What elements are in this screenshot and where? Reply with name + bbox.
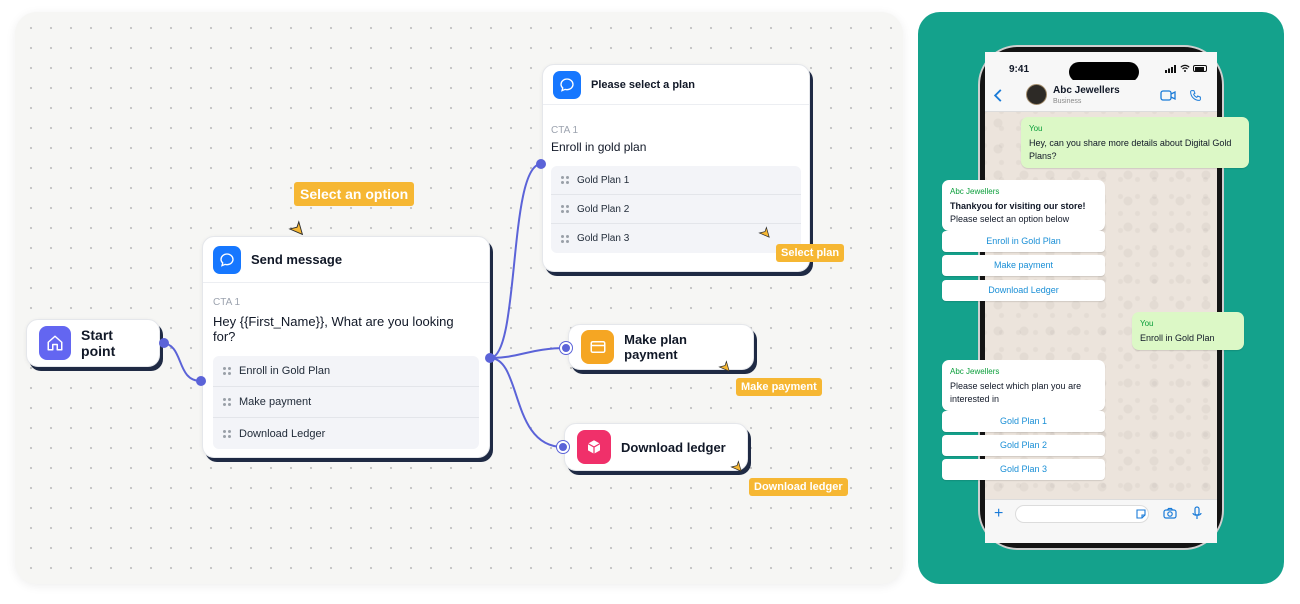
phone-screen: 9:41 Abc Jewellers Business You Hey, can… (942, 52, 1249, 543)
message-text-bold: Thankyou for visiting our store! (950, 201, 1086, 211)
plan-select-node[interactable]: Please select a plan CTA 1 Enroll in gol… (542, 64, 810, 272)
make-payment-label: Make plan payment (624, 332, 687, 362)
home-icon (39, 326, 72, 360)
cursor-icon (730, 460, 742, 472)
cta-label: CTA 1 (213, 297, 241, 308)
camera-icon[interactable] (1163, 507, 1177, 519)
cursor-icon (758, 226, 770, 238)
dynamic-island (1069, 62, 1139, 82)
send-message-node[interactable]: Send message CTA 1 Hey {{First_Name}}, W… (202, 236, 490, 458)
plan-option-list: Gold Plan 1 Gold Plan 2 Gold Plan 3 (551, 166, 801, 253)
message-output-dot[interactable] (485, 353, 495, 363)
reply-button-ledger[interactable]: Download Ledger (942, 280, 1105, 301)
payment-input-dot[interactable] (560, 342, 572, 354)
status-time: 9:41 (1009, 64, 1030, 75)
plan-select-header: Please select a plan (543, 65, 809, 105)
card-icon (581, 330, 615, 364)
message-bubble-incoming: Abc Jewellers Thankyou for visiting our … (942, 180, 1105, 231)
option-make-payment[interactable]: Make payment (213, 387, 479, 418)
wifi-icon (1180, 64, 1190, 72)
message-input-dot[interactable] (196, 376, 206, 386)
chat-icon (553, 70, 581, 99)
option-list: Enroll in Gold Plan Make payment Downloa… (213, 356, 479, 449)
avatar[interactable] (1026, 84, 1047, 105)
option-gold-plan-2[interactable]: Gold Plan 2 (551, 195, 801, 224)
box-icon (577, 430, 611, 464)
download-ledger-node[interactable]: Download ledger (564, 423, 748, 471)
reply-button-enroll[interactable]: Enroll in Gold Plan (942, 231, 1105, 252)
select-option-tag: Select an option (294, 182, 415, 206)
reply-button-gold-plan-3[interactable]: Gold Plan 3 (942, 459, 1105, 480)
drag-handle-icon[interactable] (561, 205, 569, 213)
option-gold-plan-1[interactable]: Gold Plan 1 (551, 166, 801, 195)
cursor-icon (718, 360, 730, 372)
video-call-icon[interactable] (1160, 90, 1176, 101)
microphone-icon[interactable] (1192, 506, 1202, 520)
cta-message-text: Hey {{First_Name}}, What are you looking… (213, 314, 454, 344)
option-download-ledger[interactable]: Download Ledger (213, 418, 479, 449)
chat-icon (213, 245, 241, 274)
reply-button-payment[interactable]: Make payment (942, 255, 1105, 276)
message-input[interactable] (1015, 505, 1149, 523)
drag-handle-icon[interactable] (223, 398, 231, 406)
start-node[interactable]: Start point (26, 319, 160, 367)
cursor-icon (288, 220, 304, 236)
sticker-icon[interactable] (1136, 509, 1146, 519)
chat-input-bar: + (985, 499, 1217, 543)
start-node-label: Start point (81, 327, 116, 359)
reply-button-gold-plan-1[interactable]: Gold Plan 1 (942, 411, 1105, 432)
plan-input-dot[interactable] (536, 159, 546, 169)
message-text: Hey, can you share more details about Di… (1029, 138, 1232, 161)
select-plan-tag: Select plan (776, 244, 845, 262)
contact-subtitle: Business (1053, 98, 1082, 105)
make-payment-node[interactable]: Make plan payment (568, 324, 754, 370)
reply-button-gold-plan-2[interactable]: Gold Plan 2 (942, 435, 1105, 456)
message-sender: You (1029, 124, 1043, 133)
plus-icon[interactable]: + (994, 505, 1004, 522)
drag-handle-icon[interactable] (561, 234, 569, 243)
drag-handle-icon[interactable] (223, 429, 231, 438)
message-text: Enroll in Gold Plan (1140, 333, 1215, 343)
message-bubble-incoming: Abc Jewellers Please select which plan y… (942, 360, 1105, 411)
cta-plan-text: Enroll in gold plan (551, 140, 647, 154)
message-sender: Abc Jewellers (950, 187, 1000, 196)
download-ledger-tag: Download ledger (749, 478, 848, 496)
contact-name[interactable]: Abc Jewellers (1053, 85, 1120, 96)
send-message-header: Send message (203, 237, 489, 283)
make-payment-tag: Make payment (736, 378, 822, 396)
ledger-input-dot[interactable] (557, 441, 569, 453)
chat-header: Abc Jewellers Business (985, 80, 1217, 112)
message-sender: Abc Jewellers (950, 367, 1000, 376)
message-bubble-outgoing: You Hey, can you share more details abou… (1021, 117, 1249, 168)
battery-icon (1193, 65, 1207, 72)
message-text: Please select an option below (950, 214, 1070, 224)
message-text: Please select which plan you are interes… (950, 381, 1082, 404)
start-connector-dot[interactable] (159, 338, 169, 348)
signal-icon (1165, 65, 1176, 73)
drag-handle-icon[interactable] (561, 176, 569, 184)
download-ledger-label: Download ledger (621, 439, 726, 455)
option-enroll-gold[interactable]: Enroll in Gold Plan (213, 356, 479, 387)
back-arrow-icon[interactable] (993, 88, 1003, 103)
plan-select-title: Please select a plan (591, 78, 695, 91)
send-message-title: Send message (251, 252, 343, 267)
phone-call-icon[interactable] (1189, 89, 1202, 102)
option-gold-plan-3[interactable]: Gold Plan 3 (551, 224, 801, 253)
message-sender: You (1140, 319, 1154, 328)
cta-label: CTA 1 (551, 125, 579, 136)
status-bar: 9:41 (985, 52, 1217, 82)
message-bubble-outgoing: You Enroll in Gold Plan (1132, 312, 1244, 350)
drag-handle-icon[interactable] (223, 367, 231, 375)
